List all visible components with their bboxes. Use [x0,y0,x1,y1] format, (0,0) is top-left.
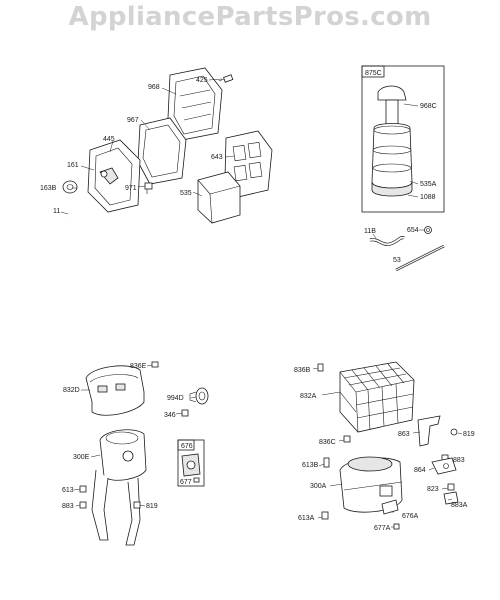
callout-832D: 832D [63,387,80,394]
callout-836B: 836B [294,367,311,374]
callout-11: 11 [53,208,60,215]
muffler-300A-drawing [339,456,403,513]
nut-654-drawing [424,226,432,234]
screw-971-drawing [144,182,153,194]
air-cleaner-base-drawing [87,139,141,213]
callout-883A: 883A [451,502,468,509]
air-cleaner-cover-drawing [167,67,223,141]
callout-819: 819 [146,503,158,510]
callout-823: 823 [427,486,439,493]
callout-968: 968 [148,84,160,91]
callout-11B: 11B [364,228,376,235]
air-cleaner-assembly [62,67,273,224]
filter-535-drawing [197,171,241,224]
callout-677: 677 [180,479,192,486]
callout-875C: 875C [365,70,382,77]
callout-968C: 968C [420,103,437,110]
leaders-top-left [60,78,235,215]
callout-836C: 836C [319,439,336,446]
grommet-163B-drawing [62,180,78,194]
callout-677A: 677A [374,525,391,532]
muffler-guard-assembly [73,361,209,546]
callout-1088: 1088 [420,194,436,201]
kit-875C-box: 875C 968C 535A 1088 [361,65,445,213]
callout-994D: 994D [167,395,184,402]
callout-836E: 836E [130,363,147,370]
cage-guard-832A-drawing [339,361,415,433]
callout-883: 883 [62,503,74,510]
callout-676: 676 [181,443,193,450]
callout-643: 643 [211,154,223,161]
callout-883b: 883 [453,457,465,464]
callout-967: 967 [127,117,139,124]
callout-535A: 535A [420,181,437,188]
callout-864: 864 [414,467,426,474]
screw-425-drawing [218,74,234,83]
callout-613B: 613B [302,462,319,469]
filter-canister-drawing [371,85,413,197]
adapter-994D-drawing [189,387,209,405]
callout-445: 445 [103,136,115,143]
pre-cleaner-643-drawing [224,130,273,198]
watermark: AppliancePartsPros.com [68,2,432,32]
callout-300E: 300E [73,454,90,461]
kit-676-box [177,439,205,487]
callout-832A: 832A [300,393,317,400]
callout-161: 161 [67,162,79,169]
callout-53: 53 [393,257,401,264]
bracket-864-drawing [431,457,457,475]
muffler-300E-drawing [91,429,147,546]
callout-654: 654 [407,227,419,234]
callout-535: 535 [180,190,192,197]
callout-613A: 613A [298,515,315,522]
muffler-guard-832D-drawing [85,365,145,416]
rod-53-drawing [395,244,445,272]
callout-300A: 300A [310,483,327,490]
callout-613: 613 [62,487,74,494]
hose-11-drawing [65,199,93,219]
gasket-967-drawing [137,117,187,185]
callout-971: 971 [125,185,137,192]
callout-863: 863 [398,431,410,438]
cage-muffler-assembly [312,361,463,530]
callout-676A: 676A [402,513,419,520]
hose-11B-drawing [369,236,405,246]
callout-346: 346 [164,412,176,419]
callout-819b: 819 [463,431,475,438]
bracket-863-drawing [417,415,441,447]
callout-425: 425 [196,77,208,84]
callout-163B: 163B [40,185,57,192]
